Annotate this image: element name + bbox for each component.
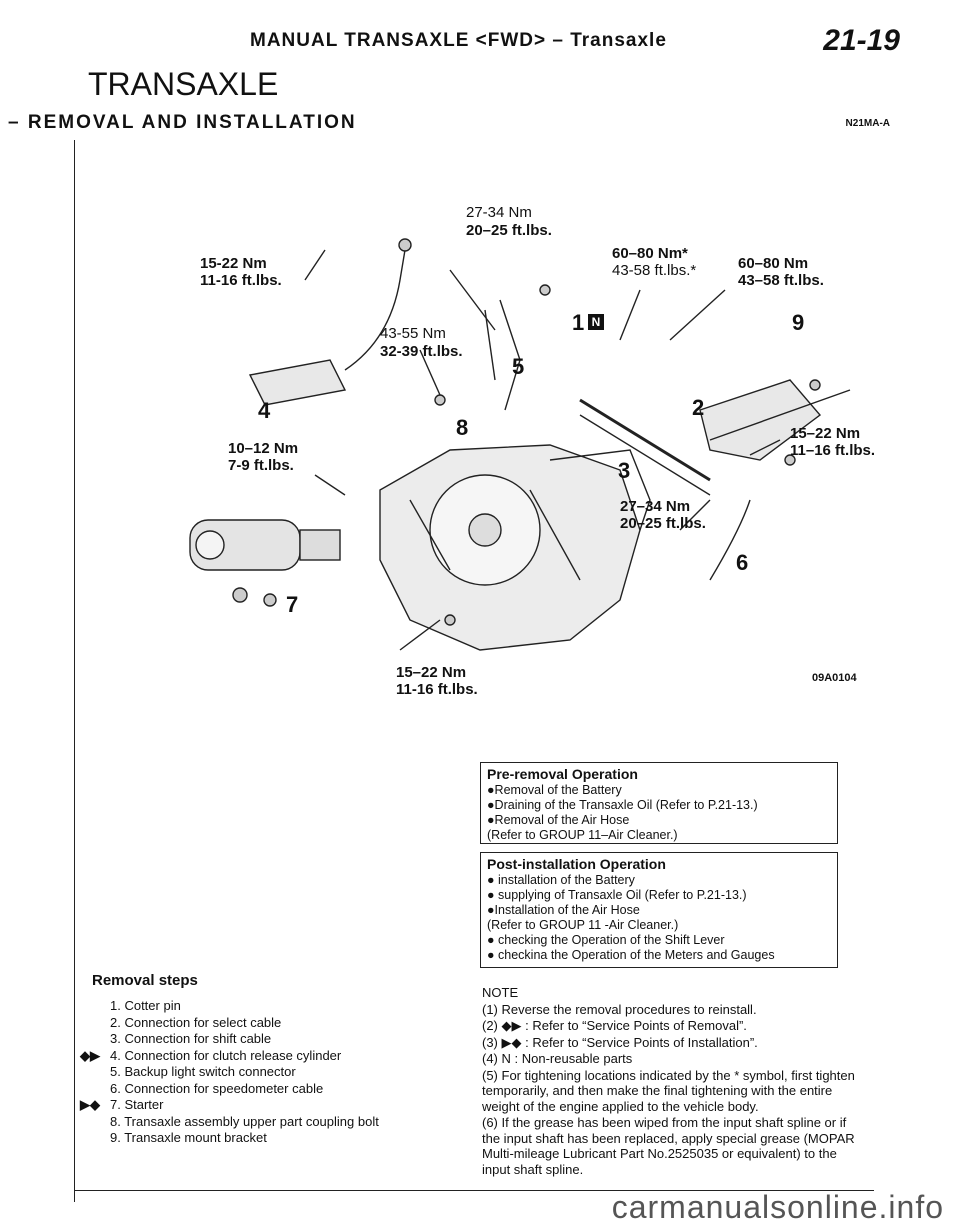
- callout-1: 1: [572, 310, 585, 335]
- pre-removal-line: (Refer to GROUP 11–Air Cleaner.): [487, 828, 678, 842]
- callout-7: 7: [286, 592, 299, 617]
- torque-label: 43–58 ft.lbs.: [738, 272, 824, 289]
- pre-removal-line: ●Draining of the Transaxle Oil (Refer to…: [487, 798, 758, 812]
- step-mark-icon: ◆▶: [80, 1047, 100, 1063]
- note-item: (5) For tightening locations indicated b…: [482, 1067, 855, 1114]
- torque-label: 15–22 Nm: [396, 664, 467, 681]
- list-item: 1. Cotter pin: [110, 998, 450, 1015]
- list-item: ▶◆ 7. Starter: [80, 1097, 450, 1114]
- page-header-title: MANUAL TRANSAXLE <FWD> – Transaxle: [250, 30, 667, 51]
- step-text: 8. Transaxle assembly upper part couplin…: [110, 1113, 379, 1129]
- section-title: TRANSAXLE: [88, 66, 279, 102]
- bottom-rule: [74, 1190, 874, 1191]
- step-mark-icon: ▶◆: [80, 1097, 100, 1112]
- notes-title: NOTE: [482, 985, 519, 1000]
- diagram-code: 09A0104: [812, 672, 857, 684]
- section-code: N21MA-A: [845, 118, 890, 129]
- callout-4: 4: [258, 398, 271, 423]
- note-item: (2) ◆▶ : Refer to “Service Points of Rem…: [482, 1018, 747, 1033]
- list-item: 8. Transaxle assembly upper part couplin…: [110, 1114, 450, 1131]
- torque-label: 11–16 ft.lbs.: [790, 442, 876, 459]
- callout-9: 9: [792, 310, 805, 335]
- removal-steps-list: 1. Cotter pin 2. Connection for select c…: [80, 998, 450, 1147]
- torque-label: 15–22 Nm: [790, 425, 861, 442]
- torque-label: 43-55 Nm: [380, 325, 446, 342]
- pre-removal-line: ●Removal of the Air Hose: [487, 813, 630, 827]
- step-text: 2. Connection for select cable: [110, 1014, 282, 1030]
- callout-5: 5: [512, 354, 525, 379]
- note-item: (4) N : Non-reusable parts: [482, 1051, 633, 1066]
- pre-removal-line: ●Removal of the Battery: [487, 783, 622, 797]
- callout-3: 3: [618, 458, 631, 483]
- step-text: 7. Starter: [110, 1097, 164, 1112]
- list-item: 2. Connection for select cable: [110, 1015, 450, 1032]
- callout-2: 2: [692, 395, 705, 420]
- post-installation-title: Post-installation Operation: [487, 856, 666, 872]
- post-installation-line: (Refer to GROUP 11 -Air Cleaner.): [487, 918, 679, 932]
- step-text: 4. Connection for clutch release cylinde…: [110, 1047, 342, 1063]
- torque-label: 20–25 ft.lbs.: [466, 222, 552, 239]
- list-item: 6. Connection for speedometer cable: [110, 1081, 450, 1098]
- list-item: ◆▶ 4. Connection for clutch release cylin…: [80, 1047, 450, 1065]
- watermark: carmanualsonline.info: [611, 1189, 944, 1225]
- page-number: 21-19: [823, 24, 900, 57]
- step-text: 5. Backup light switch connector: [110, 1064, 296, 1079]
- callout-6: 6: [736, 550, 749, 575]
- note-item: (3) ▶◆ : Refer to “Service Points of Ins…: [482, 1034, 758, 1050]
- removal-steps-title: Removal steps: [92, 972, 198, 989]
- torque-label: 15-22 Nm: [200, 255, 267, 272]
- post-installation-line: ●Installation of the Air Hose: [487, 903, 640, 917]
- torque-label: 43-58 ft.lbs.*: [612, 262, 697, 279]
- step-text: 9. Transaxle mount bracket: [110, 1130, 267, 1145]
- notes-block: NOTE (1) Reverse the removal procedures …: [482, 985, 862, 1178]
- subsection-title: – REMOVAL AND INSTALLATION: [8, 112, 357, 133]
- step-text: 6. Connection for speedometer cable: [110, 1080, 324, 1096]
- callout-8: 8: [456, 415, 469, 440]
- list-item: 9. Transaxle mount bracket: [110, 1130, 450, 1147]
- list-item: 5. Backup light switch connector: [110, 1064, 450, 1081]
- torque-label: 27–34 Nm: [620, 498, 691, 515]
- non-reusable-badge-icon: N: [588, 314, 604, 330]
- note-item: (6) If the grease has been wiped from th…: [482, 1115, 855, 1177]
- torque-label: 60–80 Nm: [738, 255, 809, 272]
- torque-label: 32-39 ft.lbs.: [380, 343, 463, 360]
- torque-label: 27-34 Nm: [466, 204, 532, 221]
- post-installation-line: ● checkina the Operation of the Meters a…: [487, 948, 775, 962]
- torque-label: 60–80 Nm*: [612, 245, 688, 262]
- list-item: 3. Connection for shift cable: [110, 1031, 450, 1048]
- post-installation-box: Post-installation Operation ● installati…: [480, 852, 838, 968]
- post-installation-line: ● installation of the Battery: [487, 873, 635, 887]
- post-installation-line: ● checking the Operation of the Shift Le…: [487, 933, 725, 947]
- step-text: 3. Connection for shift cable: [110, 1031, 272, 1046]
- torque-label: 11-16 ft.lbs.: [200, 272, 282, 289]
- pre-removal-title: Pre-removal Operation: [487, 766, 638, 782]
- pre-removal-box: Pre-removal Operation ●Removal of the Ba…: [480, 762, 838, 844]
- step-text: 1. Cotter pin: [110, 998, 181, 1013]
- transaxle-exploded-diagram: [189, 238, 851, 651]
- torque-label: 10–12 Nm: [228, 440, 299, 457]
- torque-label: 7-9 ft.lbs.: [228, 457, 294, 474]
- torque-label: 20–25 ft.lbs.: [620, 515, 706, 532]
- note-item: (1) Reverse the removal procedures to re…: [482, 1001, 757, 1017]
- torque-label: 11-16 ft.lbs.: [396, 681, 478, 698]
- left-rule: [74, 140, 75, 1202]
- post-installation-line: ● supplying of Transaxle Oil (Refer to P…: [487, 888, 747, 902]
